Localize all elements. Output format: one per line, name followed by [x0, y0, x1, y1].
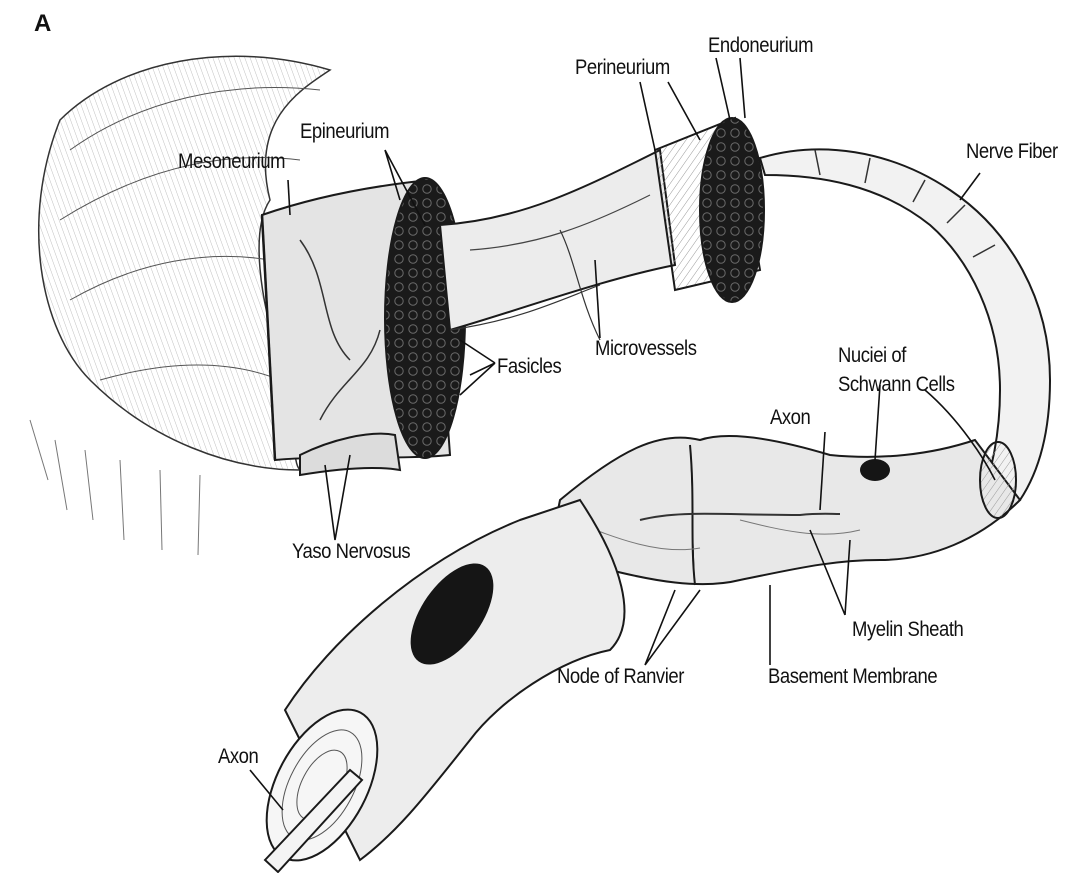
label-axon-upper: Axon [770, 406, 810, 430]
label-nuclei-schwann-line1: Nuciei of [838, 344, 906, 368]
label-fasicles: Fasicles [497, 355, 561, 379]
label-node-of-ranvier: Node of Ranvier [557, 665, 684, 689]
label-nuclei-schwann-line2: Schwann Cells [838, 373, 955, 397]
endoneurium-section [655, 118, 764, 302]
label-epineurium: Epineurium [300, 120, 389, 144]
label-basement-membrane: Basement Membrane [768, 665, 937, 689]
panel-letter: A [34, 10, 51, 38]
label-axon-lower: Axon [218, 745, 258, 769]
label-microvessels: Microvessels [595, 337, 697, 361]
label-endoneurium: Endoneurium [708, 34, 813, 58]
label-mesoneurium: Mesoneurium [178, 150, 285, 174]
label-myelin-sheath: Myelin Sheath [852, 618, 963, 642]
label-yaso-nervosus: Yaso Nervosus [292, 540, 410, 564]
label-perineurium: Perineurium [575, 56, 670, 80]
fascicle-strands [440, 150, 675, 340]
label-nerve-fiber: Nerve Fiber [966, 140, 1058, 164]
